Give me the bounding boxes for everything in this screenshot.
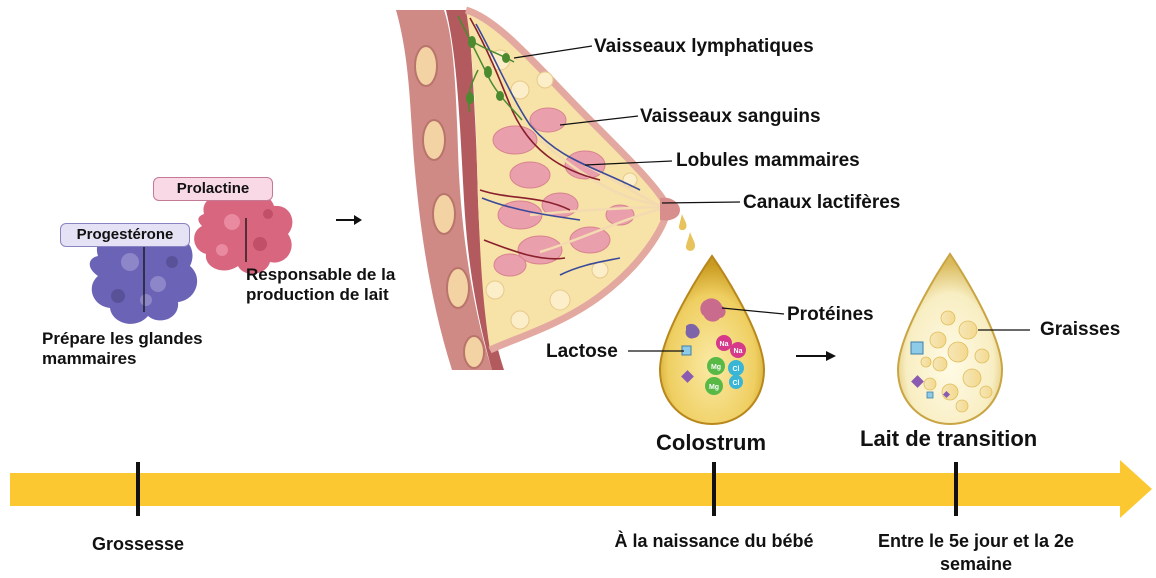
milk-drip-icon bbox=[679, 214, 695, 251]
lactiferous-ducts-label: Canaux lactifères bbox=[743, 192, 900, 214]
ion-label: Cl bbox=[733, 380, 740, 387]
prolactin-pill: Prolactine bbox=[153, 177, 273, 201]
progesterone-caption: Prépare les glandes mammaires bbox=[42, 329, 228, 368]
timeline-label-transition: Entre le 5e jour et la 2e semaine bbox=[876, 530, 1076, 575]
lactose-label: Lactose bbox=[546, 341, 618, 363]
blood-vessels-label: Vaisseaux sanguins bbox=[640, 106, 821, 128]
timeline-label-pregnancy: Grossesse bbox=[68, 533, 208, 556]
prolactin-protein-icon bbox=[194, 192, 292, 274]
transition-milk-drop-icon bbox=[898, 254, 1002, 424]
proteins-label: Protéines bbox=[787, 304, 874, 326]
lymph-vessels-label: Vaisseaux lymphatiques bbox=[594, 36, 814, 58]
arrow-right-icon bbox=[796, 351, 836, 361]
ion-label: Mg bbox=[711, 364, 721, 371]
mammary-lobules-label: Lobules mammaires bbox=[676, 150, 860, 172]
ion-label: Mg bbox=[709, 384, 719, 391]
ion-label: Na bbox=[720, 341, 729, 348]
ion-label: Cl bbox=[733, 366, 740, 373]
breast-cross-section-icon bbox=[396, 10, 680, 370]
progesterone-pill: Progestérone bbox=[60, 223, 190, 247]
transition-milk-title: Lait de transition bbox=[860, 426, 1037, 452]
timeline-arrow bbox=[10, 460, 1152, 518]
ion-label: Na bbox=[734, 348, 743, 355]
prolactin-caption: Responsable de la production de lait bbox=[246, 265, 426, 304]
timeline-label-birth: À la naissance du bébé bbox=[608, 530, 820, 553]
colostrum-title: Colostrum bbox=[656, 430, 766, 456]
colostrum-drop-icon: Na Na Mg Cl Mg Cl bbox=[660, 256, 764, 424]
arrow-right-icon bbox=[336, 215, 362, 225]
fats-label: Graisses bbox=[1040, 319, 1120, 341]
